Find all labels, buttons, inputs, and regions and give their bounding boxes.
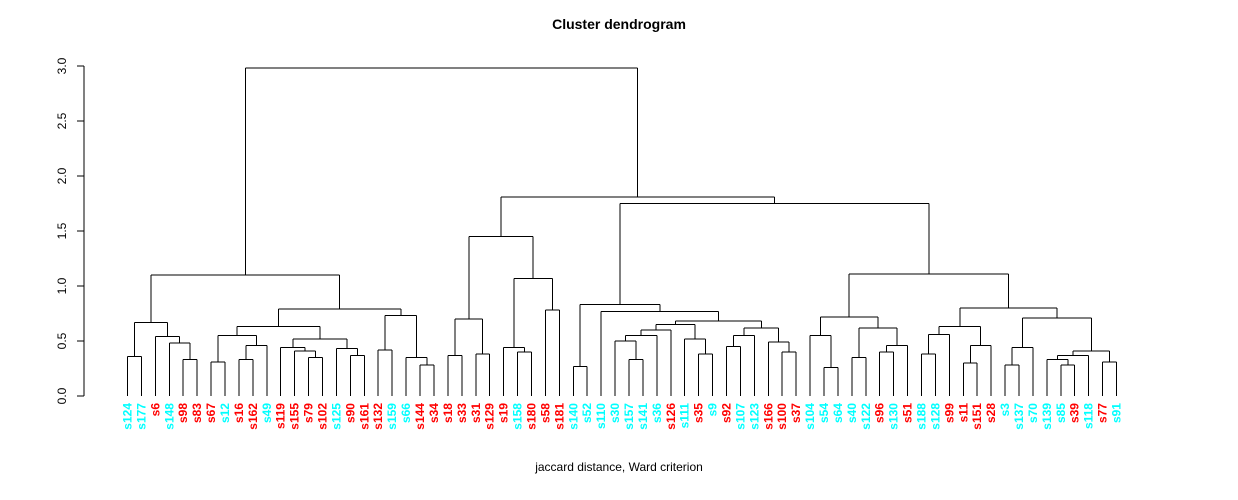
leaf-label-s39: s39	[1068, 403, 1082, 423]
y-axis-tick-label: 2.0	[55, 167, 69, 184]
leaf-label-s132: s132	[371, 403, 385, 430]
leaf-label-s125: s125	[329, 403, 343, 430]
leaf-label-s162: s162	[246, 403, 260, 430]
y-axis-tick-label: 1.5	[55, 222, 69, 239]
leaf-label-s18: s18	[441, 403, 455, 423]
leaf-label-s34: s34	[427, 403, 441, 423]
y-axis-tick-label: 1.0	[55, 277, 69, 294]
leaf-label-s30: s30	[608, 403, 622, 423]
leaf-label-s181: s181	[552, 403, 566, 430]
leaf-label-s102: s102	[316, 403, 330, 430]
leaf-label-s33: s33	[455, 403, 469, 423]
leaf-label-s83: s83	[190, 403, 204, 423]
x-axis-title: jaccard distance, Ward criterion	[535, 460, 703, 474]
leaf-label-s90: s90	[343, 403, 357, 423]
leaf-label-s96: s96	[873, 403, 887, 423]
y-axis-tick-label: 2.5	[55, 112, 69, 129]
leaf-label-s36: s36	[650, 403, 664, 423]
leaf-label-s6: s6	[148, 403, 162, 417]
leaf-label-s67: s67	[204, 403, 218, 423]
y-axis-tick-label: 0.0	[55, 387, 69, 404]
leaf-label-s141: s141	[636, 403, 650, 430]
leaf-label-s129: s129	[483, 403, 497, 430]
leaf-label-s51: s51	[901, 403, 915, 423]
leaf-label-s166: s166	[761, 403, 775, 430]
leaf-label-s49: s49	[260, 403, 274, 423]
leaf-label-s161: s161	[357, 403, 371, 430]
leaf-label-s122: s122	[859, 403, 873, 430]
leaf-label-s40: s40	[845, 403, 859, 423]
leaf-label-s35: s35	[692, 403, 706, 423]
leaf-label-s111: s111	[678, 403, 692, 429]
leaf-label-s180: s180	[524, 403, 538, 430]
leaf-label-s107: s107	[733, 403, 747, 430]
leaf-label-s155: s155	[288, 403, 302, 430]
leaf-label-s130: s130	[887, 403, 901, 430]
leaf-label-s119: s119	[274, 403, 288, 429]
y-axis-tick-label: 3.0	[55, 57, 69, 74]
leaf-label-s137: s137	[1012, 403, 1026, 430]
leaf-label-s124: s124	[121, 403, 135, 430]
leaf-label-s37: s37	[789, 403, 803, 423]
leaf-label-s31: s31	[469, 403, 483, 423]
leaf-label-s177: s177	[134, 403, 148, 430]
leaf-label-s54: s54	[817, 403, 831, 423]
leaf-label-s64: s64	[831, 403, 845, 423]
leaf-label-s100: s100	[775, 403, 789, 430]
leaf-label-s92: s92	[719, 403, 733, 423]
leaf-label-s123: s123	[747, 403, 761, 430]
leaf-label-s139: s139	[1040, 403, 1054, 430]
leaf-label-s85: s85	[1054, 403, 1068, 423]
leaf-label-s58: s58	[538, 403, 552, 423]
leaf-label-s16: s16	[232, 403, 246, 423]
leaf-label-s126: s126	[664, 403, 678, 430]
leaf-label-s128: s128	[928, 403, 942, 430]
leaf-label-s140: s140	[566, 403, 580, 430]
leaf-label-s77: s77	[1096, 403, 1110, 423]
leaf-label-s52: s52	[580, 403, 594, 423]
chart-title: Cluster dendrogram	[552, 16, 686, 32]
leaf-label-s151: s151	[970, 403, 984, 430]
leaf-label-s104: s104	[803, 403, 817, 430]
leaf-label-s11: s11	[956, 403, 970, 423]
leaf-label-s159: s159	[385, 403, 399, 430]
leaf-label-s66: s66	[399, 403, 413, 423]
leaf-label-s12: s12	[218, 403, 232, 423]
leaf-label-s148: s148	[162, 403, 176, 430]
leaf-label-s99: s99	[942, 403, 956, 423]
leaf-label-s9: s9	[706, 403, 720, 417]
leaf-label-s3: s3	[998, 403, 1012, 417]
y-axis-tick-label: 0.5	[55, 332, 69, 349]
leaf-label-s19: s19	[497, 403, 511, 423]
leaf-label-s28: s28	[984, 403, 998, 423]
leaf-label-s118: s118	[1082, 403, 1096, 429]
leaf-label-s91: s91	[1110, 403, 1124, 423]
leaf-label-s110: s110	[594, 403, 608, 429]
leaf-label-s188: s188	[915, 403, 929, 430]
leaf-label-s158: s158	[511, 403, 525, 430]
leaf-label-s70: s70	[1026, 403, 1040, 423]
leaf-label-s79: s79	[302, 403, 316, 423]
leaf-label-s157: s157	[622, 403, 636, 430]
leaf-label-s144: s144	[413, 403, 427, 430]
leaf-label-s98: s98	[176, 403, 190, 423]
